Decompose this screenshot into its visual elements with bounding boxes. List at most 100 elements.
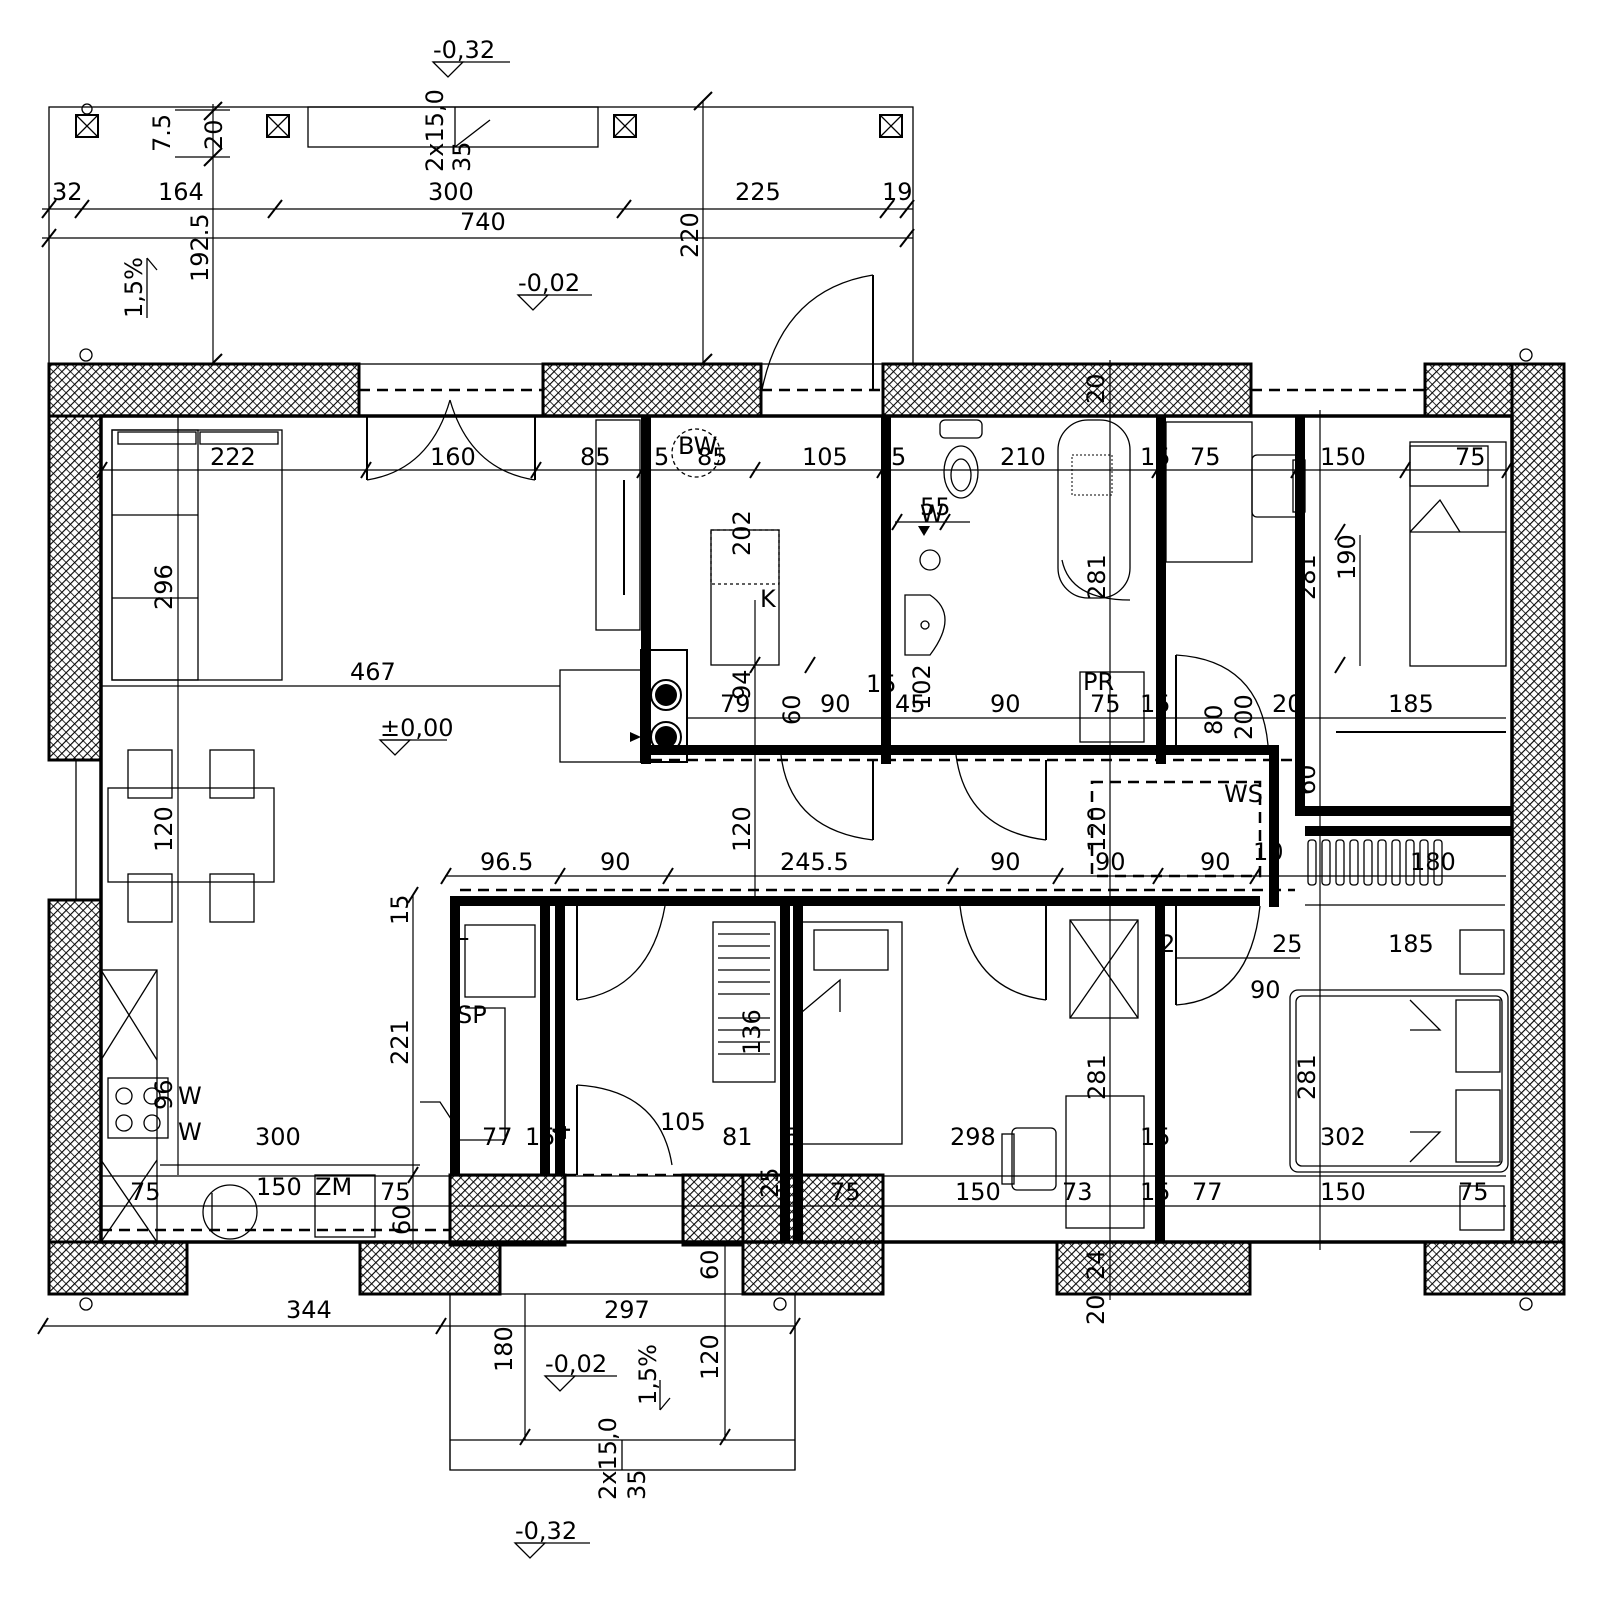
dim: 15 xyxy=(525,1123,556,1151)
dim: 220 xyxy=(676,212,704,258)
dim: 55 xyxy=(920,493,951,521)
wall-north-3 xyxy=(881,362,1253,418)
dim: 90 xyxy=(990,848,1021,876)
bed-single xyxy=(1409,441,1507,667)
entrance xyxy=(79,1293,1533,1471)
dim: 19 xyxy=(882,178,913,206)
dim: 15 xyxy=(1140,1178,1171,1206)
partition xyxy=(641,416,651,764)
kitchen-unit xyxy=(559,669,643,763)
dim: 90 xyxy=(1200,848,1231,876)
dim: 296 xyxy=(150,564,178,610)
dim: 190 xyxy=(1333,534,1361,580)
level-entrance: -0,02 xyxy=(545,1350,607,1378)
dim: 81 xyxy=(722,1123,753,1151)
dim: 10 xyxy=(1253,838,1284,866)
dim: 2 xyxy=(1160,930,1175,958)
dim: 90 xyxy=(1095,848,1126,876)
doors xyxy=(366,274,1269,1175)
dim: 120 xyxy=(1083,806,1111,852)
dim: 25 xyxy=(1272,930,1303,958)
dim: 180 xyxy=(1410,848,1456,876)
fixture-water: W xyxy=(178,1118,202,1146)
dim: 300 xyxy=(428,178,474,206)
dim: 302 xyxy=(1320,1123,1366,1151)
dim: 281 xyxy=(1083,554,1111,600)
wall-west-lower xyxy=(47,898,103,1296)
kitchen-island xyxy=(710,529,780,666)
wall-north-1 xyxy=(47,362,361,418)
dim: 740 xyxy=(460,208,506,236)
wall-south-2 xyxy=(358,1240,502,1296)
dim: 300 xyxy=(255,1123,301,1151)
dim: 75 xyxy=(830,1178,861,1206)
dim: 24 xyxy=(1082,1249,1110,1280)
dim: 225 xyxy=(735,178,781,206)
boiler-round-icon xyxy=(202,1184,258,1240)
dim: 15 xyxy=(1140,690,1171,718)
dim: 281 xyxy=(1293,554,1321,600)
dim: 20 xyxy=(1272,690,1303,718)
floor-drain-icon xyxy=(919,549,941,571)
dim: 60 xyxy=(696,1249,724,1280)
dim: 45 xyxy=(895,690,926,718)
dim: 90 xyxy=(990,690,1021,718)
dim: 180 xyxy=(490,1326,518,1372)
dim: 160 xyxy=(430,443,476,471)
walls xyxy=(47,362,1566,1296)
washing-machine xyxy=(1079,671,1145,743)
wall-east xyxy=(1510,362,1566,1296)
dim: 75 xyxy=(1090,690,1121,718)
pantry-l xyxy=(464,924,536,998)
desk xyxy=(1065,1095,1145,1229)
tv-cabinet xyxy=(595,419,641,631)
oven xyxy=(640,649,688,763)
dim: 120 xyxy=(150,806,178,852)
fixture-pantry-sp: SP xyxy=(457,1001,487,1029)
dim: 96.5 xyxy=(480,848,533,876)
wall-entrance-left xyxy=(448,1173,567,1247)
bed-single xyxy=(801,921,903,1145)
dim: 281 xyxy=(1083,1054,1111,1100)
dim: 120 xyxy=(728,806,756,852)
dim: 75 xyxy=(130,1178,161,1206)
dim: 75 xyxy=(1458,1178,1489,1206)
dim: 298 xyxy=(950,1123,996,1151)
fixture-wardrobe: WS xyxy=(1224,780,1263,808)
dim: 79 xyxy=(720,690,751,718)
dim: 60 xyxy=(1293,764,1321,795)
slope-entrance: 1,5% xyxy=(634,1344,662,1405)
fixture-water: W xyxy=(178,1082,202,1110)
dim: 94 xyxy=(728,669,756,700)
dim: 185 xyxy=(1388,690,1434,718)
dim: 185 xyxy=(1388,930,1434,958)
terrace xyxy=(41,91,1533,373)
dim: 5 xyxy=(785,1123,800,1151)
washbasin xyxy=(904,594,946,656)
dim: 60 xyxy=(388,1204,416,1235)
dim: 105 xyxy=(802,443,848,471)
sofa xyxy=(111,429,283,681)
wall-south-5 xyxy=(1423,1240,1566,1296)
dim: 467 xyxy=(350,658,396,686)
level-markers xyxy=(378,61,617,1559)
dim: 221 xyxy=(386,1019,414,1065)
fixture-boiler: BW xyxy=(678,432,717,460)
fixture-kitchen: K xyxy=(760,585,777,613)
fixture-water: W xyxy=(920,500,944,528)
openings xyxy=(75,388,1427,1244)
shaft xyxy=(1069,919,1139,1019)
dim: 77 xyxy=(482,1123,513,1151)
dim: 5 xyxy=(891,443,906,471)
wall-north-2 xyxy=(541,362,763,418)
closet xyxy=(712,921,776,1083)
dim: 85 xyxy=(697,443,728,471)
dim: 15 xyxy=(866,670,897,698)
dim: 120 xyxy=(696,1334,724,1380)
fixture-pantry-l: L xyxy=(455,918,469,946)
dimension-ticks xyxy=(37,461,1513,1446)
dim: 25 xyxy=(756,1167,784,1198)
dim: 150 xyxy=(1320,443,1366,471)
post-icon xyxy=(613,114,637,138)
